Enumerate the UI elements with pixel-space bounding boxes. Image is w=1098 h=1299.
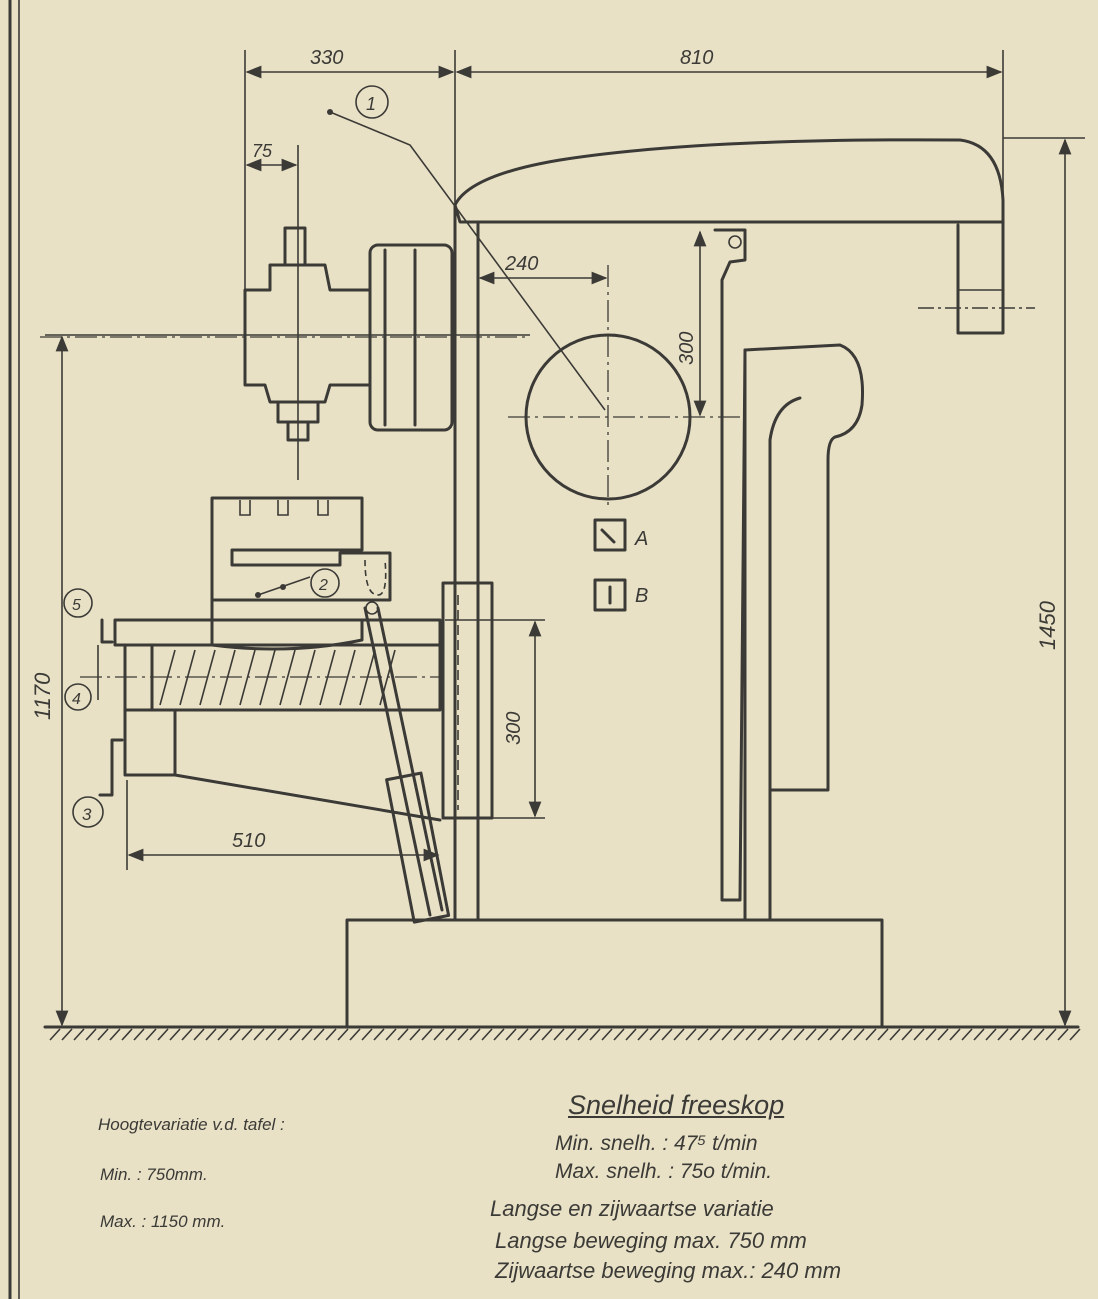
- lift-piston: [363, 606, 444, 917]
- dimension-300-head: 300: [676, 230, 707, 417]
- svg-text:1170: 1170: [30, 672, 55, 720]
- vise: [210, 496, 392, 622]
- svg-text:300: 300: [676, 332, 698, 365]
- dimension-810: 810: [455, 47, 1004, 200]
- spindle-speed-max: Max. snelh. : 75o t/min.: [555, 1160, 773, 1183]
- svg-text:510: 510: [232, 830, 265, 852]
- control-b: [593, 578, 627, 612]
- svg-text:300: 300: [503, 712, 525, 745]
- svg-text:2: 2: [318, 577, 328, 594]
- spindle-speed-min: Min. snelh. : 47⁵ t/min: [555, 1132, 758, 1155]
- column: [453, 203, 480, 922]
- overarm: [453, 138, 1005, 224]
- svg-text:B: B: [635, 585, 648, 607]
- callout-4: 4: [64, 683, 92, 711]
- svg-text:1: 1: [366, 94, 376, 114]
- svg-text:4: 4: [72, 691, 81, 708]
- travel-longitudinal: Langse beweging max. 750 mm: [495, 1228, 807, 1253]
- dimension-330: 330: [244, 47, 456, 290]
- dimension-300-table: 300: [445, 619, 545, 819]
- table-height-title: Hoogtevariatie v.d. tafel :: [98, 1115, 285, 1134]
- milling-head: [243, 226, 454, 442]
- svg-text:330: 330: [310, 47, 343, 69]
- dimension-1450: 1450: [1003, 137, 1085, 1027]
- svg-text:3: 3: [82, 805, 92, 824]
- callout-1: 1: [327, 85, 606, 411]
- dimension-240: 240: [478, 253, 608, 285]
- svg-text:240: 240: [504, 253, 538, 275]
- spindle-speed-title: Snelheid freeskop: [568, 1090, 785, 1120]
- table-height-max: Max. : 1150 mm.: [100, 1212, 226, 1231]
- ground-line: [43, 1025, 1081, 1041]
- machine-base: [345, 918, 884, 1029]
- machine-body: [743, 343, 865, 922]
- table-height-min: Min. : 750mm.: [100, 1165, 208, 1184]
- travel-title: Langse en zijwaartse variatie: [490, 1196, 774, 1221]
- dimension-75: 75: [245, 141, 299, 480]
- callout-3: 3: [72, 796, 104, 828]
- svg-text:75: 75: [252, 141, 273, 161]
- control-a: [593, 518, 627, 552]
- svg-text:5: 5: [72, 597, 81, 614]
- svg-text:1450: 1450: [1035, 600, 1060, 650]
- svg-text:A: A: [634, 528, 648, 550]
- callout-2: 2: [255, 568, 340, 598]
- column-sleeve: [441, 581, 494, 820]
- travel-lateral: Zijwaartse beweging max.: 240 mm: [495, 1258, 842, 1283]
- overarm-support: [956, 220, 1005, 335]
- svg-text:810: 810: [680, 47, 713, 69]
- dimension-1170: 1170: [30, 334, 530, 1027]
- dimension-510: 510: [126, 780, 440, 870]
- callout-5: 5: [63, 588, 93, 618]
- clamp-lever: [713, 228, 747, 902]
